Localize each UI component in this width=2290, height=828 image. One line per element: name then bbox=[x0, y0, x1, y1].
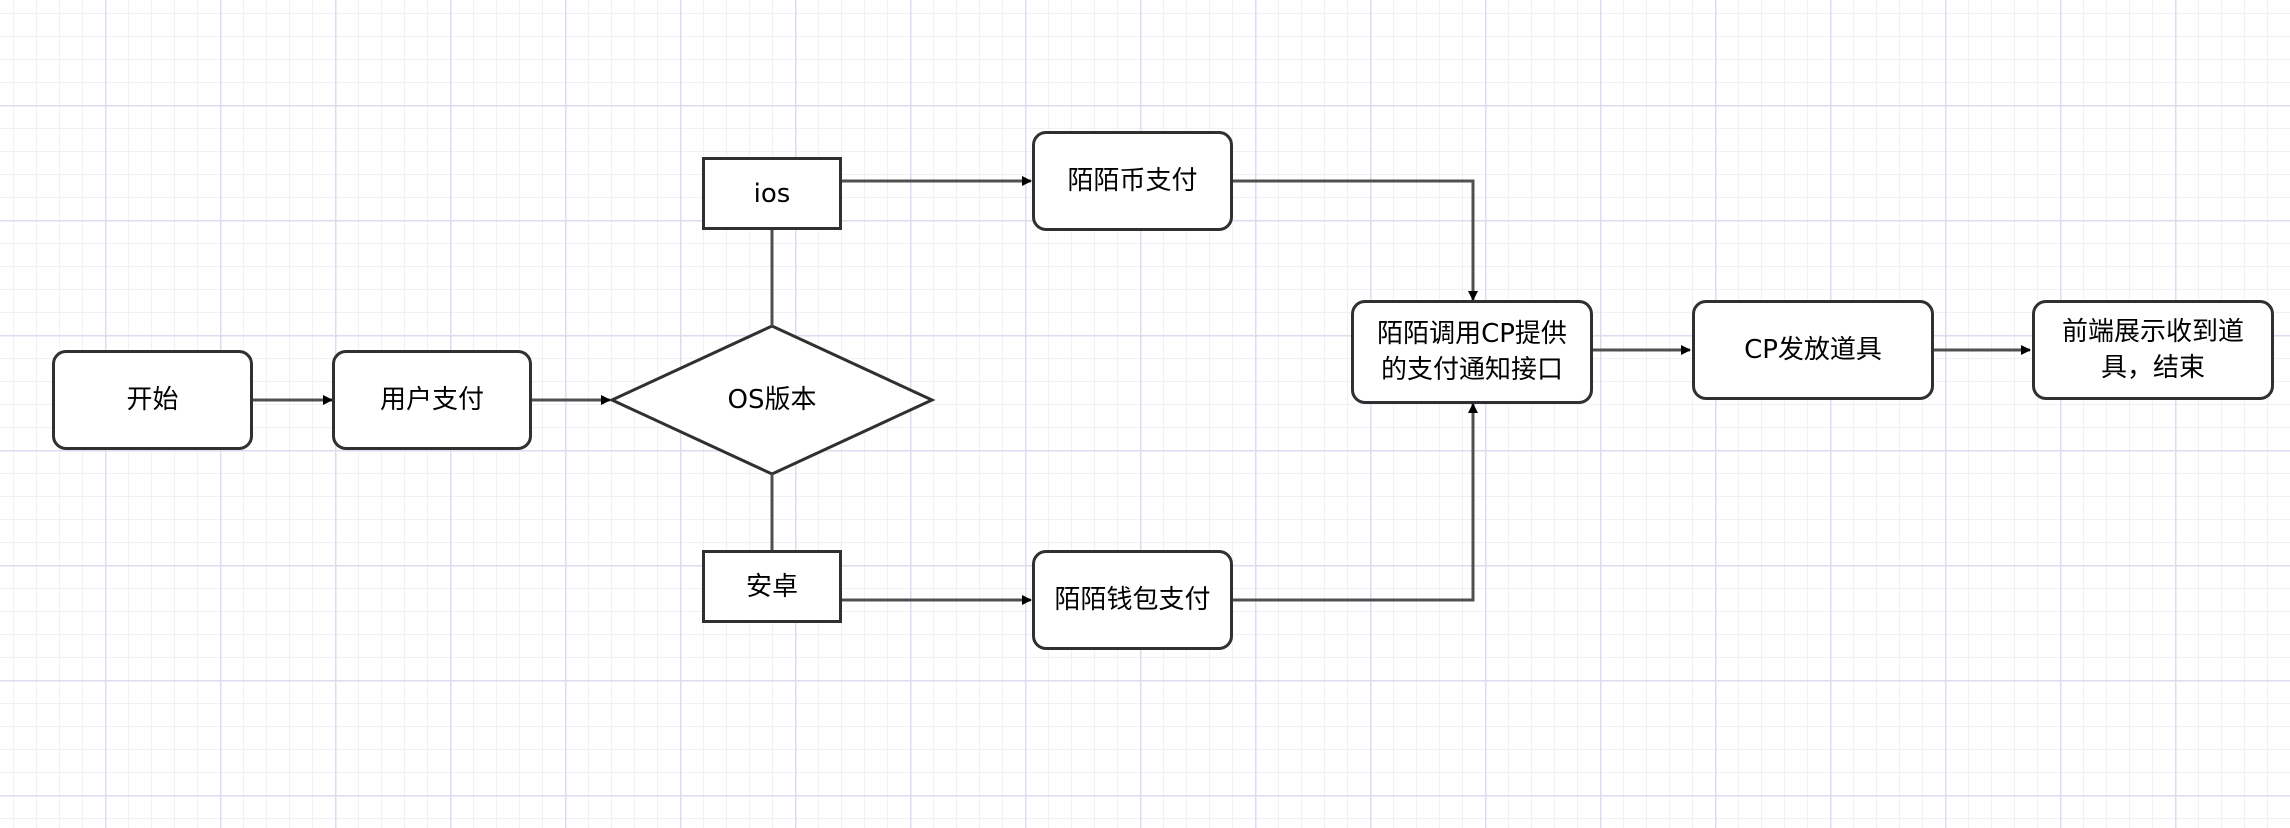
edge-momo-coin-pay-to-notify bbox=[1233, 179, 1478, 301]
edge-momo-wallet-pay-to-notify bbox=[1233, 403, 1478, 602]
momo-wallet-pay-node-label: 陌陌钱包支付 bbox=[1054, 585, 1211, 615]
notify-node-label: 陌陌调用CP提供的支付通知接口 bbox=[1377, 319, 1567, 385]
start-node-label: 开始 bbox=[126, 385, 179, 415]
user-pay-node[interactable]: 用户支付 bbox=[332, 350, 532, 450]
notify-node[interactable]: 陌陌调用CP提供的支付通知接口 bbox=[1351, 300, 1593, 404]
momo-wallet-pay-node[interactable]: 陌陌钱包支付 bbox=[1032, 550, 1233, 650]
user-pay-node-label: 用户支付 bbox=[379, 385, 484, 415]
cp-issue-node[interactable]: CP发放道具 bbox=[1692, 300, 1934, 400]
cp-issue-node-label: CP发放道具 bbox=[1744, 335, 1882, 365]
android-node-label: 安卓 bbox=[745, 571, 798, 602]
os-version-label: OS版本 bbox=[727, 385, 817, 415]
frontend-end-node[interactable]: 前端展示收到道具，结束 bbox=[2032, 300, 2274, 400]
ios-node-label: ios bbox=[753, 178, 791, 209]
momo-coin-pay-node-label: 陌陌币支付 bbox=[1067, 166, 1198, 196]
frontend-end-node-label: 前端展示收到道具，结束 bbox=[2061, 317, 2244, 383]
android-node[interactable]: 安卓 bbox=[702, 550, 842, 623]
os-version-diamond[interactable] bbox=[608, 324, 936, 476]
ios-node[interactable]: ios bbox=[702, 157, 842, 230]
start-node[interactable]: 开始 bbox=[52, 350, 253, 450]
momo-coin-pay-node[interactable]: 陌陌币支付 bbox=[1032, 131, 1233, 231]
